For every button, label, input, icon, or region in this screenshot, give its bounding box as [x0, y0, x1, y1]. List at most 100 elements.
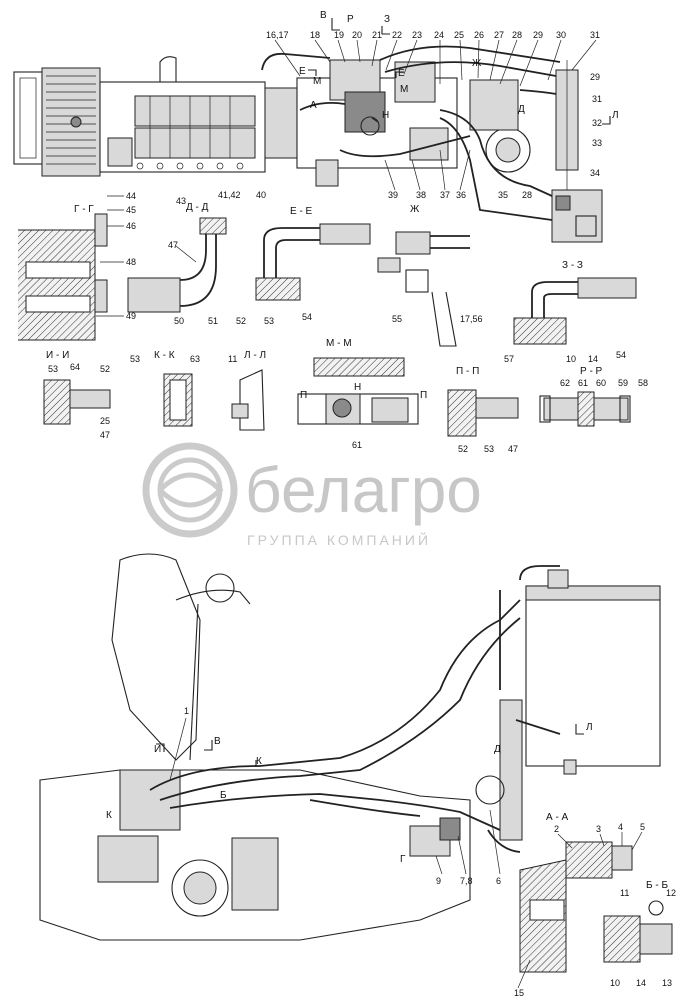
callout: 15: [514, 988, 524, 998]
top-callouts: 16,17 18 19 20 21 22 23 24 25 26 27 28 2…: [266, 10, 619, 200]
callout: 7,8: [460, 876, 473, 886]
callout: 63: [190, 354, 200, 364]
callout: 13: [662, 978, 672, 988]
view-marker: Д: [518, 104, 525, 115]
section-aa: А - А 2 3 4 5 15: [514, 812, 645, 998]
section-title: К - К: [154, 350, 175, 361]
section-title: Г - Г: [74, 204, 94, 215]
callout: 23: [412, 30, 422, 40]
callout: 21: [372, 30, 382, 40]
section-dd: Д - Д 43 41,42 47 50 51: [127, 190, 241, 326]
callout: 47: [168, 240, 178, 250]
callout: 32: [592, 118, 602, 128]
callout: 50: [174, 316, 184, 326]
callout: 48: [126, 257, 136, 267]
view-marker: П: [420, 390, 427, 401]
callout: 52: [458, 444, 468, 454]
callout: 30: [556, 30, 566, 40]
callout: 28: [522, 190, 532, 200]
callout: 14: [588, 354, 598, 364]
view-marker: З: [384, 14, 390, 25]
callout: 61: [578, 378, 588, 388]
section-mm: М - М 61 П Н П: [297, 338, 427, 450]
section-title: Б - Б: [646, 880, 668, 891]
section-title: А - А: [546, 812, 569, 823]
view-marker: Л: [586, 722, 593, 733]
callout: 5: [640, 822, 645, 832]
callout: 61: [352, 440, 362, 450]
section-rr: Р - Р 62 61 60 59 58: [539, 366, 648, 427]
callout: 28: [512, 30, 522, 40]
callout: 59: [618, 378, 628, 388]
view-marker: Ж: [472, 58, 482, 69]
callout: 46: [126, 221, 136, 231]
callout: 2: [554, 824, 559, 834]
callout: 49: [126, 311, 136, 321]
section-title: Е - Е: [290, 206, 313, 217]
section-title: Д - Д: [186, 202, 209, 213]
section-title: Р - Р: [580, 366, 603, 377]
callout: 60: [596, 378, 606, 388]
callout: 10: [566, 354, 576, 364]
brand-logo-icon: [142, 442, 238, 538]
callout: 11: [620, 888, 629, 898]
section-zz: З - З 57 10 14 54: [504, 260, 637, 364]
bottom-callouts: 1 И В К Б К Г Л Д 6 7,8 9: [106, 706, 593, 886]
callout: 3: [596, 824, 601, 834]
callout: 43: [176, 196, 186, 206]
callout: 53: [264, 316, 274, 326]
callout: 24: [434, 30, 444, 40]
callout: 17,56: [460, 314, 483, 324]
section-zh: Ж 55 17,56: [377, 204, 483, 347]
callout: 33: [592, 138, 602, 148]
callout: 57: [504, 354, 514, 364]
callout: 39: [388, 190, 398, 200]
callout: 44: [126, 191, 136, 201]
callout: 10: [610, 978, 620, 988]
view-marker: Н: [382, 110, 389, 121]
section-ii: И - И 53 64 52 25 47: [43, 350, 111, 440]
view-marker: И: [154, 744, 161, 755]
section-title: М - М: [326, 338, 352, 349]
section-kk: К - К 53 63: [130, 350, 200, 427]
top-assembly-drawing: [13, 18, 611, 243]
callout: 52: [100, 364, 110, 374]
callout: 6: [496, 876, 501, 886]
view-marker: В: [214, 736, 221, 747]
callout: 36: [456, 190, 466, 200]
callout: 51: [208, 316, 218, 326]
callout: 16,17: [266, 30, 289, 40]
callout: 64: [70, 362, 80, 372]
callout: 47: [508, 444, 518, 454]
callout: 37: [440, 190, 450, 200]
view-marker: А: [310, 100, 317, 111]
callout: 53: [48, 364, 58, 374]
view-marker: П: [300, 390, 307, 401]
section-gg: Г - Г 44 45 46 48 49: [18, 191, 136, 341]
callout: 41,42: [218, 190, 241, 200]
callout: 54: [302, 312, 312, 322]
callout: 18: [310, 30, 320, 40]
view-marker: Е: [299, 66, 306, 77]
callout: 62: [560, 378, 570, 388]
bottom-assembly-drawing: [39, 553, 661, 941]
view-marker: К: [256, 756, 262, 767]
callout: 29: [533, 30, 543, 40]
callout: 1: [184, 706, 189, 716]
section-pp: П - П 52 53 47: [447, 366, 519, 454]
view-marker: Г: [400, 854, 406, 865]
callout: 11: [228, 354, 237, 364]
callout: 53: [130, 354, 140, 364]
watermark-brand: белагро: [245, 454, 482, 526]
callout: 25: [100, 416, 110, 426]
view-marker: Е: [398, 68, 405, 79]
view-marker: Н: [354, 382, 361, 393]
callout: 22: [392, 30, 402, 40]
section-bb: Б - Б 11 12 13 14 10: [603, 880, 676, 988]
callout: 29: [590, 72, 600, 82]
callout: 53: [484, 444, 494, 454]
callout: 31: [592, 94, 602, 104]
section-ll: Л - Л 11: [228, 350, 266, 431]
